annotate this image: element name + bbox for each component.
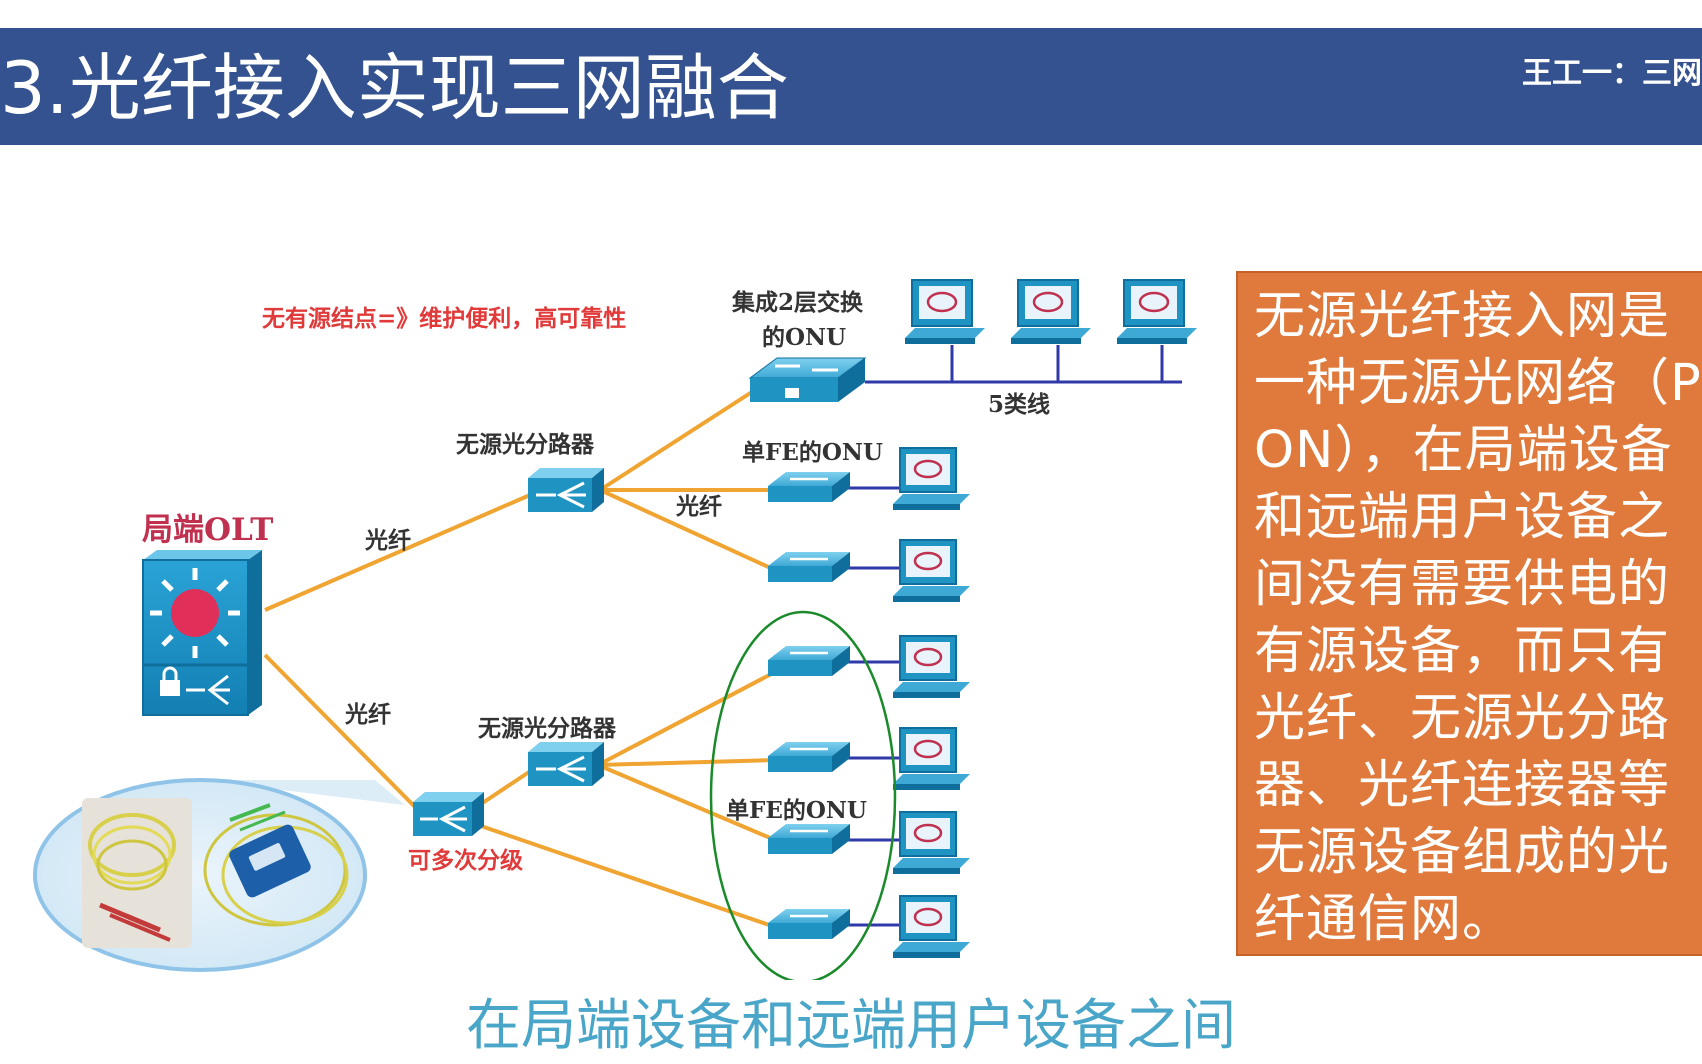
header-right-text: 王工一：三网 bbox=[1522, 56, 1702, 91]
fiber-lines bbox=[263, 388, 776, 929]
onu-single-fe-5 bbox=[768, 824, 850, 854]
fiber-label-upper: 光纤 bbox=[364, 527, 411, 554]
cat5-label: 5类线 bbox=[988, 391, 1050, 418]
pc-5 bbox=[893, 811, 970, 874]
splitter-photo bbox=[33, 778, 405, 972]
onu-group-ellipse bbox=[709, 610, 897, 980]
subtitle-caption: 在局端设备和远端用户设备之间 bbox=[465, 993, 1236, 1057]
onu-l2-switch bbox=[748, 357, 867, 402]
onu-single-fe-3 bbox=[768, 646, 850, 676]
single-fe-onu-label-upper: 单FE的ONU bbox=[742, 439, 883, 466]
pc-3 bbox=[893, 635, 970, 698]
title-bar bbox=[0, 28, 1702, 145]
pon-network-diagram: 无有源结点=》维护便利，高可靠性 局端OLT 光纤 光纤 光纤 无源光分路器 无… bbox=[33, 279, 1197, 980]
fiber-label-lower: 光纤 bbox=[344, 701, 391, 728]
onu-single-fe-2 bbox=[768, 552, 850, 582]
pc-6 bbox=[893, 895, 970, 958]
slide-title: 3.光纤接入实现三网融合 bbox=[0, 46, 789, 130]
pc-top-2 bbox=[1011, 279, 1091, 344]
olt-label: 局端OLT bbox=[142, 512, 273, 548]
splitter-upper bbox=[528, 468, 604, 512]
pc-top-3 bbox=[1117, 279, 1197, 344]
onu-single-fe-4 bbox=[768, 742, 850, 772]
definition-box: 无源光纤接入网是一种无源光网络（PON），在局端设备和远端用户设备之间没有需要供… bbox=[1236, 271, 1702, 956]
onu-l2-label-line1: 集成2层交换 bbox=[731, 289, 864, 316]
ethernet-lines bbox=[845, 345, 1182, 927]
onu-single-fe-1 bbox=[768, 472, 850, 502]
onu-l2-label-line2: 的ONU bbox=[762, 324, 846, 351]
fiber-label-branch: 光纤 bbox=[675, 493, 722, 520]
pc-1 bbox=[893, 447, 970, 510]
cascade-label: 可多次分级 bbox=[408, 847, 523, 874]
definition-text: 无源光纤接入网是一种无源光网络（PON），在局端设备和远端用户设备之间没有需要供… bbox=[1254, 287, 1702, 949]
splitter-label-lower: 无源光分路器 bbox=[478, 715, 617, 742]
splitter-label-upper: 无源光分路器 bbox=[456, 431, 595, 458]
splitter-cascade bbox=[413, 792, 484, 836]
olt-device bbox=[142, 550, 262, 716]
pc-top-1 bbox=[905, 279, 985, 344]
single-fe-onu-label-lower: 单FE的ONU bbox=[726, 797, 867, 824]
onu-single-fe-6 bbox=[768, 909, 850, 939]
pc-2 bbox=[893, 539, 970, 602]
splitter-lower bbox=[528, 742, 604, 786]
annotation-text: 无有源结点=》维护便利，高可靠性 bbox=[262, 305, 626, 332]
pc-4 bbox=[893, 727, 970, 790]
